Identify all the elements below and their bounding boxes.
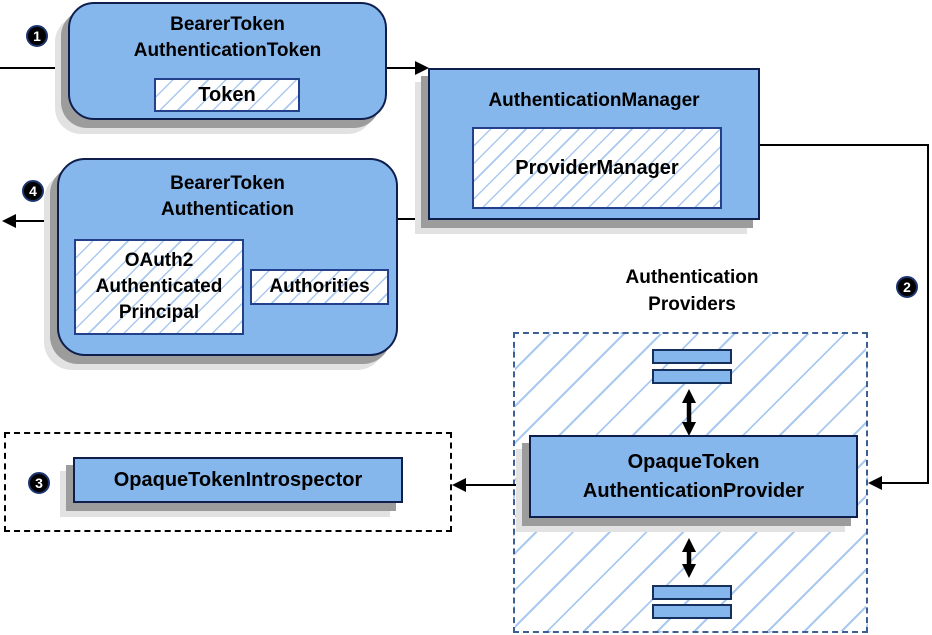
arrowhead-left-icon	[452, 478, 466, 492]
provider-manager-chip: ProviderManager	[472, 127, 722, 209]
badge-step-1: 1	[26, 25, 48, 47]
node-title: BearerToken AuthenticationToken	[70, 4, 385, 64]
node-title-line: BearerToken	[170, 14, 285, 35]
arrowhead-left-icon	[868, 476, 882, 490]
authentication-providers-label-line: Providers	[648, 294, 736, 315]
oauth2-principal-line: OAuth2	[124, 250, 194, 271]
provider-bar	[652, 369, 732, 384]
provider-bar	[652, 349, 732, 364]
node-title: BearerToken Authentication	[59, 160, 396, 223]
authentication-providers-label-line: Authentication	[625, 267, 759, 288]
introspector-container	[4, 432, 452, 532]
node-authentication-manager: AuthenticationManager ProviderManager	[428, 68, 760, 220]
node-bearer-token-authentication-token: BearerToken AuthenticationToken Token	[68, 2, 387, 120]
node-title-line: BearerToken	[170, 173, 285, 194]
oauth2-principal-chip: OAuth2 Authenticated Principal	[74, 239, 244, 335]
token-chip: Token	[154, 78, 300, 112]
node-bearer-token-authentication: BearerToken Authentication OAuth2 Authen…	[57, 158, 398, 356]
node-opaque-token-authentication-provider: OpaqueToken AuthenticationProvider	[529, 435, 858, 518]
badge-step-4-label: 4	[29, 183, 37, 199]
node-title-line: AuthenticationProvider	[582, 479, 805, 502]
arrowhead-left-icon	[2, 214, 16, 228]
provider-manager-chip-label: ProviderManager	[515, 156, 679, 179]
node-title: AuthenticationManager	[430, 70, 758, 114]
badge-step-3-label: 3	[35, 475, 43, 491]
node-title-line: AuthenticationManager	[488, 90, 700, 111]
oauth2-principal-line: Authenticated	[95, 276, 223, 297]
provider-bar	[652, 604, 732, 619]
authorities-chip-label: Authorities	[269, 276, 370, 297]
node-opaque-token-introspector: OpaqueTokenIntrospector	[73, 457, 403, 503]
node-title-line: OpaqueTokenIntrospector	[113, 468, 363, 491]
badge-step-4: 4	[22, 180, 44, 202]
node-title-line: OpaqueToken	[627, 450, 760, 473]
oauth2-principal-line: Principal	[118, 302, 200, 323]
badge-step-3: 3	[28, 472, 50, 494]
node-title-line: Authentication	[161, 199, 294, 220]
badge-step-2: 2	[896, 276, 918, 298]
node-title-line: AuthenticationToken	[133, 40, 322, 61]
token-chip-label: Token	[198, 83, 256, 106]
arrowhead-right-icon	[415, 61, 429, 75]
authentication-providers-label: Authentication Providers	[562, 264, 822, 318]
badge-step-1-label: 1	[33, 28, 41, 44]
provider-bar	[652, 585, 732, 600]
authorities-chip: Authorities	[250, 269, 389, 305]
badge-step-2-label: 2	[903, 279, 911, 295]
